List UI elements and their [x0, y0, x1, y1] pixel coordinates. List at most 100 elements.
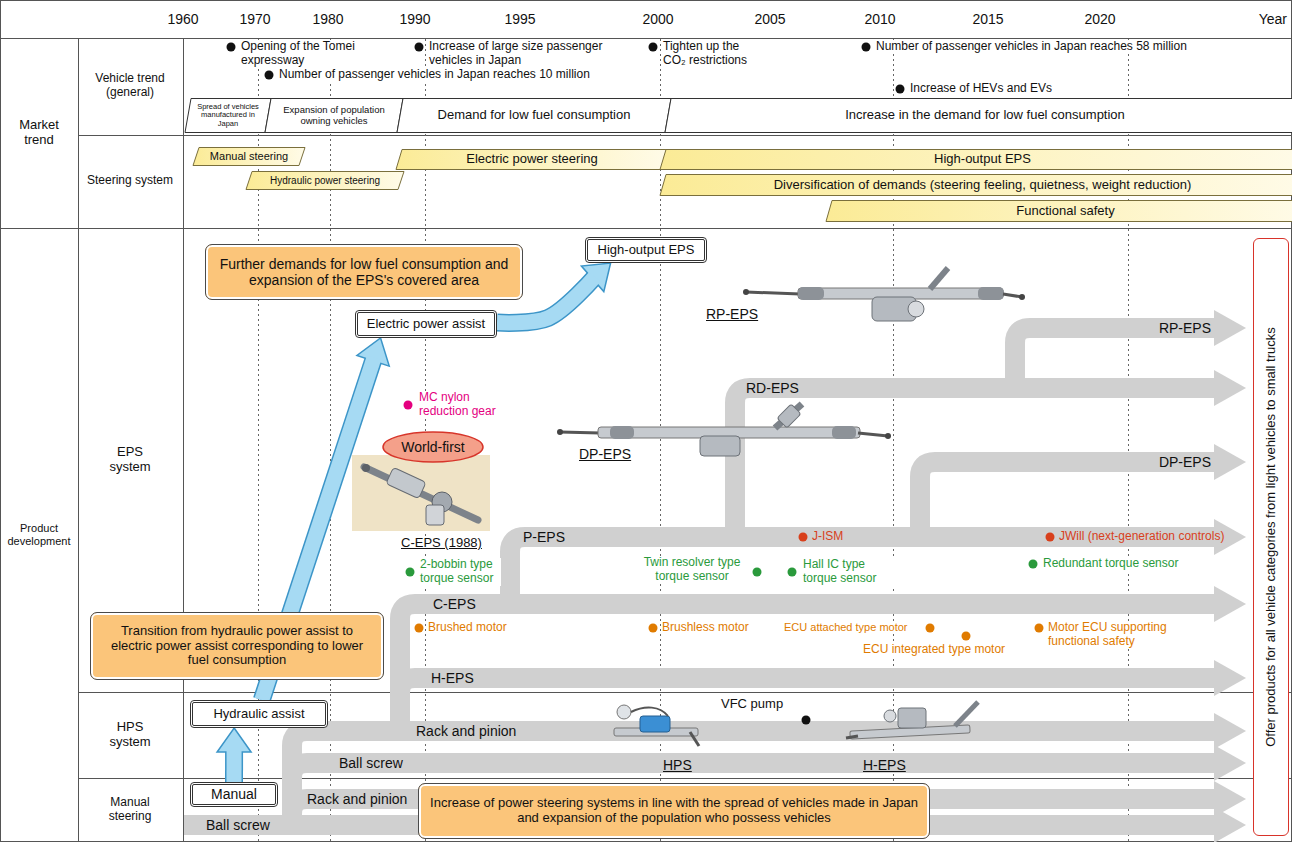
- feature-note: Motor ECU supporting functional safety: [1047, 621, 1199, 649]
- product-line-label: RD-EPS: [745, 380, 800, 396]
- highlight-ellipse: World-first: [382, 431, 484, 463]
- row-header: Market trend: [3, 118, 75, 148]
- table-grid: [0, 228, 1292, 229]
- bullet-dot: [406, 568, 415, 577]
- year-label: 2015: [972, 11, 1003, 27]
- hps-photo: [614, 705, 699, 746]
- table-grid: [78, 135, 1292, 136]
- dp-eps-photo: [557, 429, 563, 435]
- product-line-arrow: [920, 462, 1218, 537]
- table-grid: [183, 38, 184, 842]
- feature-note: 2-bobbin type torque sensor: [419, 558, 501, 586]
- year-label: 1970: [239, 11, 270, 27]
- feature-note: Brushless motor: [661, 621, 750, 635]
- node-text: Demand for low fuel consumption: [438, 108, 631, 123]
- steering-trend-band: Manual steering: [193, 147, 305, 166]
- node-text: High-output EPS: [934, 152, 1031, 167]
- photo-caption: C-EPS (1988): [400, 536, 483, 551]
- rp-eps-photo: [978, 287, 1004, 300]
- year-label: 1995: [504, 11, 535, 27]
- photo-caption: DP-EPS: [578, 446, 632, 462]
- product-line-arrow: [510, 537, 1218, 604]
- node-text: Spread of vehicles manufactured in Japan: [192, 103, 264, 129]
- parallelogram-shape: [826, 201, 1292, 222]
- product-line-label: C-EPS: [432, 596, 477, 612]
- parallelogram-shape: [397, 99, 671, 133]
- year-label: 2000: [642, 11, 673, 27]
- node-text: Functional safety: [1016, 204, 1114, 219]
- hps-photo: [640, 716, 670, 732]
- year-label: 1980: [312, 11, 343, 27]
- rp-eps-photo: [908, 301, 924, 317]
- event-note: Number of passenger vehicles in Japan re…: [875, 40, 1188, 54]
- node-text: Increase of power steering systems in li…: [429, 796, 919, 826]
- rp-eps-photo: [743, 289, 749, 295]
- product-line-arrow: [400, 678, 1218, 731]
- steering-trend-band: Electric power steering: [396, 149, 668, 170]
- feature-note: J-ISM: [811, 530, 844, 544]
- feature-note: Twin resolver type torque sensor: [636, 556, 748, 584]
- product-line-arrowhead: [1214, 370, 1246, 406]
- node-text: Increase in the demand for low fuel cons…: [845, 108, 1125, 123]
- product-line-label: Ball screw: [205, 817, 271, 833]
- bullet-dot: [1029, 560, 1038, 569]
- bullet-dot: [753, 568, 762, 577]
- steering-trend-band: Functional safety: [826, 200, 1292, 222]
- c-eps-photo: [352, 455, 490, 531]
- stage-box: Electric power assist: [355, 310, 497, 338]
- year-label: 2020: [1084, 11, 1115, 27]
- node-text: Hydraulic assist: [213, 707, 304, 722]
- row-header: HPS system: [103, 720, 158, 750]
- c-eps-photo: [386, 467, 426, 499]
- parallelogram-shape: [396, 150, 668, 170]
- dp-eps-photo: [700, 436, 740, 456]
- callout-box: Transition from hydraulic power assist t…: [90, 612, 384, 680]
- trend-band-segment: Demand for low fuel consumption: [397, 98, 671, 133]
- h-eps-photo: [846, 736, 858, 738]
- bullet-dot: [862, 43, 871, 52]
- product-line-label: DP-EPS: [1158, 454, 1212, 470]
- product-line-arrow: [400, 604, 1218, 731]
- bullet-dot: [788, 568, 797, 577]
- product-line-arrowhead: [1214, 713, 1246, 749]
- h-eps-photo: [884, 710, 896, 722]
- node-text: Diversification of demands (steering fee…: [774, 178, 1192, 193]
- feature-note: Brushed motor: [427, 621, 508, 635]
- parallelogram-shape: [660, 150, 1292, 170]
- node-text: High-output EPS: [598, 243, 695, 258]
- product-line-arrow: [184, 328, 1218, 825]
- c-eps-photo: [426, 505, 444, 525]
- product-line-arrowhead: [1214, 781, 1246, 817]
- dp-eps-photo: [560, 432, 600, 433]
- rp-eps-photo: [743, 268, 1025, 321]
- axis-unit: Year: [1259, 11, 1287, 27]
- bullet-dot: [415, 43, 424, 52]
- feature-note: ECU attached type motor: [783, 621, 909, 634]
- bullet-dot: [404, 401, 413, 410]
- product-line-label: Ball screw: [338, 755, 404, 771]
- dp-eps-photo: [610, 426, 634, 439]
- event-note: Tighten up the CO₂ restrictions: [662, 40, 764, 68]
- parallelogram-shape: [185, 99, 271, 133]
- row-header: EPS system: [103, 445, 158, 475]
- node-text: Expansion of population owning vehicles: [272, 105, 396, 127]
- feature-note: Redundant torque sensor: [1042, 557, 1179, 571]
- rp-eps-photo: [746, 292, 800, 294]
- bullet-dot: [1035, 624, 1044, 633]
- stage-box: Hydraulic assist: [190, 700, 328, 728]
- node-text: Further demands for low fuel consumption…: [216, 256, 512, 288]
- product-line-arrow: [1015, 328, 1218, 388]
- event-note: Increase of HEVs and EVs: [909, 82, 1053, 96]
- parallelogram-shape: [246, 172, 404, 190]
- node-text: Manual steering: [210, 150, 288, 163]
- rp-eps-photo: [798, 287, 824, 300]
- dp-eps-photo: [832, 426, 856, 439]
- product-line-label: P-EPS: [522, 529, 566, 545]
- arrow-head: [217, 728, 251, 752]
- product-line-arrowhead: [1214, 745, 1246, 781]
- bullet-dot: [799, 533, 808, 542]
- feature-note: MC nylon reduction gear: [418, 391, 506, 419]
- bullet-dot: [415, 624, 424, 633]
- product-line-arrow: [735, 388, 1218, 537]
- year-label: 1990: [399, 11, 430, 27]
